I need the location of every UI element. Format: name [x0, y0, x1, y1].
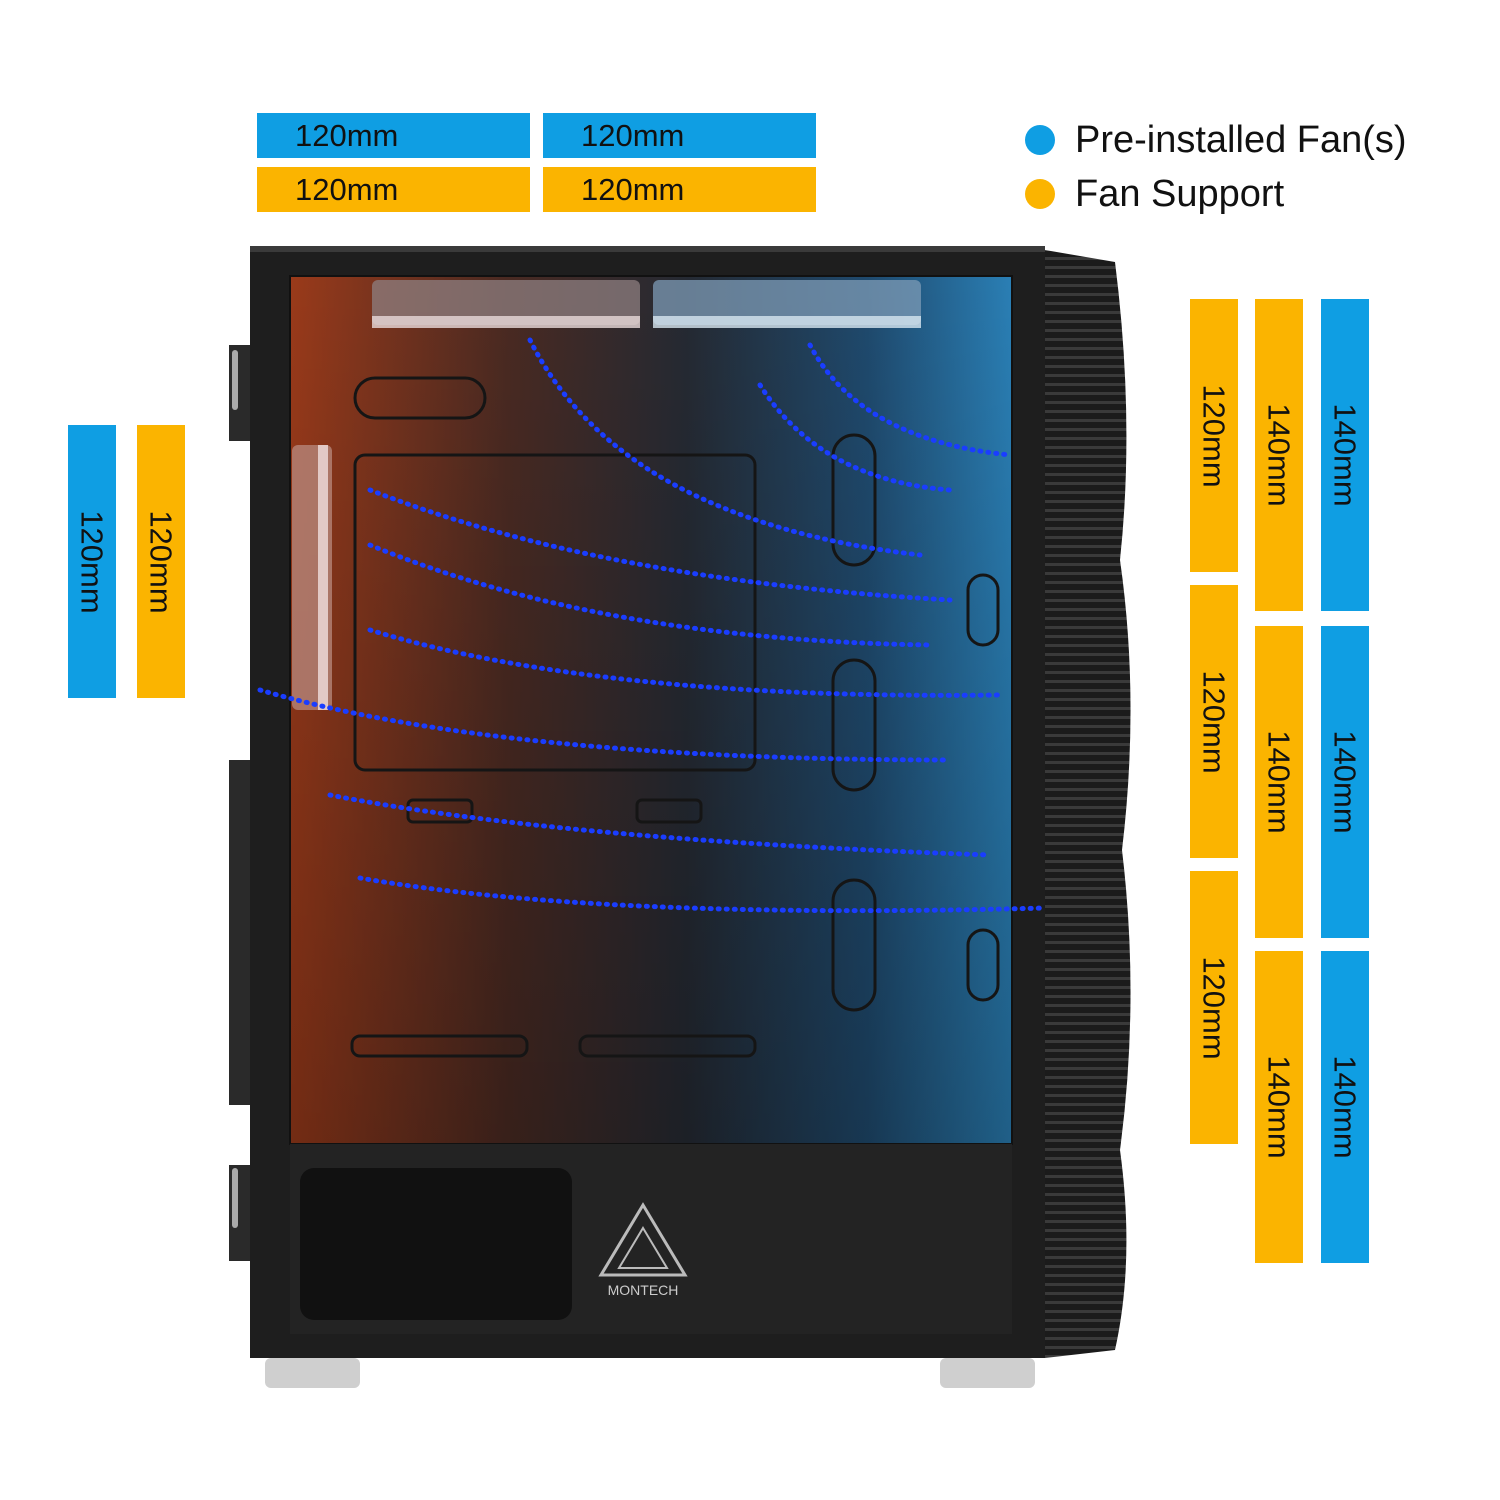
airflow-lines	[257, 337, 1048, 914]
front-support-140-tag-2: 140mm	[1255, 626, 1303, 938]
case-foot-right	[940, 1358, 1035, 1388]
legend-preinstalled-label: Pre-installed Fan(s)	[1075, 118, 1407, 161]
brand-logo-text: MONTECH	[608, 1282, 679, 1298]
front-support-120-tag-2: 120mm	[1190, 585, 1238, 858]
tray-cutouts	[350, 376, 1000, 1058]
legend-preinstalled: Pre-installed Fan(s)	[1025, 113, 1407, 167]
legend: Pre-installed Fan(s) Fan Support	[1025, 113, 1407, 221]
front-preinstalled-140-label-2: 140mm	[1328, 730, 1363, 834]
rear-support-tag: 120mm	[137, 425, 185, 698]
front-preinstalled-140-tag-1: 140mm	[1321, 299, 1369, 611]
psu-vent	[300, 1168, 572, 1320]
top-support-tag-1: 120mm	[257, 167, 530, 212]
preinstalled-dot-icon	[1025, 125, 1055, 155]
rear-bracket	[229, 345, 251, 1261]
fan-support-dot-icon	[1025, 179, 1055, 209]
legend-support-label: Fan Support	[1075, 172, 1285, 215]
front-support-120-tag-3: 120mm	[1190, 871, 1238, 1144]
front-support-140-label-2: 140mm	[1262, 730, 1297, 834]
top-fans	[372, 280, 921, 328]
front-preinstalled-140-label-3: 140mm	[1328, 1055, 1363, 1159]
case-foot-left	[265, 1358, 360, 1388]
front-mesh-panel	[1045, 250, 1131, 1358]
front-support-120-label-2: 120mm	[1197, 669, 1232, 774]
front-support-140-label-1: 140mm	[1262, 403, 1297, 507]
rear-preinstalled-label: 120mm	[75, 509, 110, 614]
top-preinstalled-tag-1: 120mm	[257, 113, 530, 158]
top-support-tag-2: 120mm	[543, 167, 816, 212]
front-support-120-label-3: 120mm	[1197, 955, 1232, 1060]
front-support-140-label-3: 140mm	[1262, 1055, 1297, 1159]
front-support-140-tag-3: 140mm	[1255, 951, 1303, 1263]
front-preinstalled-140-tag-2: 140mm	[1321, 626, 1369, 938]
front-support-120-tag-1: 120mm	[1190, 299, 1238, 572]
front-support-140-tag-1: 140mm	[1255, 299, 1303, 611]
rear-support-label: 120mm	[144, 509, 179, 614]
montech-logo-icon	[598, 1202, 688, 1277]
rear-fan	[292, 445, 332, 710]
front-preinstalled-140-tag-3: 140mm	[1321, 951, 1369, 1263]
front-support-120-label-1: 120mm	[1197, 383, 1232, 488]
front-preinstalled-140-label-1: 140mm	[1328, 403, 1363, 507]
rear-preinstalled-tag: 120mm	[68, 425, 116, 698]
legend-support: Fan Support	[1025, 167, 1407, 221]
top-preinstalled-tag-2: 120mm	[543, 113, 816, 158]
